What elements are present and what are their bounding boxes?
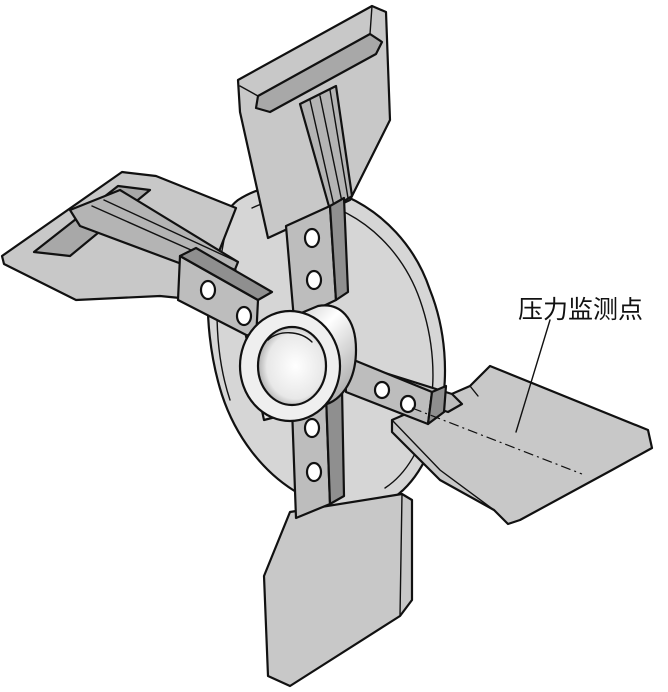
hub (238, 304, 358, 423)
right-arm (342, 354, 448, 426)
bottom-blade (262, 492, 414, 688)
pressure-point-label: 压力监测点 (518, 295, 643, 324)
top-arm (284, 196, 350, 322)
bottom-arm (290, 386, 346, 520)
left-arm (176, 246, 274, 342)
top-blade (236, 4, 392, 240)
callout-leader-line (515, 319, 551, 433)
pressure-point-callout: 压力监测点 (411, 295, 643, 475)
